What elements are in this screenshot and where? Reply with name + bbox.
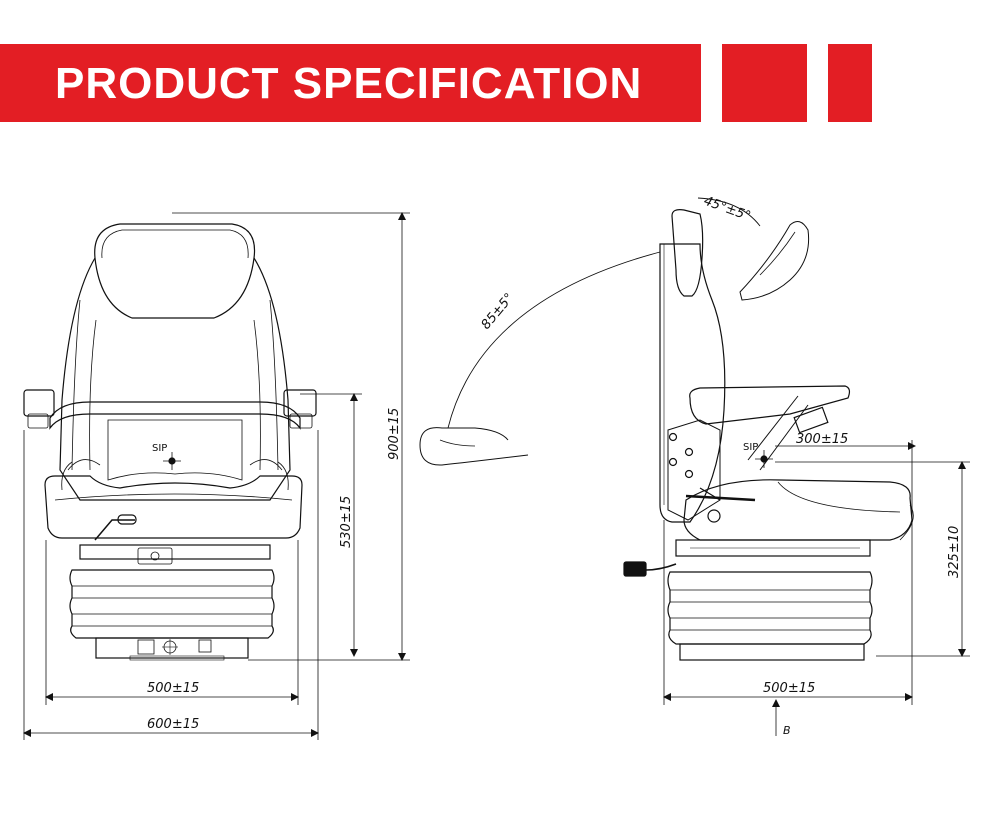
front-view <box>23 223 317 661</box>
adjust-lever <box>94 519 135 541</box>
dim-seat-height: 325±10 <box>947 526 962 578</box>
armrest-bracket-left <box>23 389 55 417</box>
suspension-bellows-side <box>667 571 873 645</box>
dim-total-height: 900±15 <box>387 408 402 460</box>
suspension-bellows <box>69 569 275 639</box>
power-connector <box>623 561 647 577</box>
accent-block <box>722 44 807 122</box>
armrest-side <box>689 385 851 425</box>
recline-arc <box>447 251 661 429</box>
suspension-top-plate <box>79 544 271 560</box>
side-view <box>419 197 914 661</box>
dim-sip-horizontal: 300±15 <box>796 432 848 447</box>
dim-base-depth: 500±15 <box>763 681 815 696</box>
dim-armrest-height: 530±15 <box>339 496 354 548</box>
accent-block <box>828 44 872 122</box>
side-dimensions <box>663 440 970 736</box>
suspension-base <box>95 637 249 659</box>
front-sip-label: SIP <box>152 443 167 454</box>
backrest <box>59 257 291 501</box>
dim-base-width: 500±15 <box>147 681 199 696</box>
dim-headrest-tilt: 45°±5° <box>702 194 753 225</box>
seat-cushion <box>44 475 303 539</box>
armrest-bar <box>49 401 301 430</box>
suspension-base-side <box>679 643 865 661</box>
headrest-side <box>671 209 704 297</box>
dim-overall-width: 600±15 <box>147 717 199 732</box>
backrest-side <box>659 243 726 523</box>
page-title: PRODUCT SPECIFICATION <box>55 59 643 108</box>
title-banner: PRODUCT SPECIFICATION <box>0 44 701 122</box>
front-dimensions <box>23 212 410 740</box>
headrest <box>94 223 256 319</box>
suspension-top-side <box>675 539 871 557</box>
seat-cushion-side <box>683 479 913 541</box>
armrest-bracket-right <box>283 389 317 417</box>
backrest-reclined-outline <box>419 427 529 466</box>
headrest-arc <box>697 197 761 227</box>
headrest-tilted-outline <box>739 220 810 301</box>
side-sip-label: SIP <box>743 442 758 453</box>
power-cable <box>645 563 677 571</box>
backrest-panel <box>107 419 243 481</box>
dim-backrest-recline: 85±5° <box>479 291 518 333</box>
view-marker-b: B <box>783 724 791 737</box>
